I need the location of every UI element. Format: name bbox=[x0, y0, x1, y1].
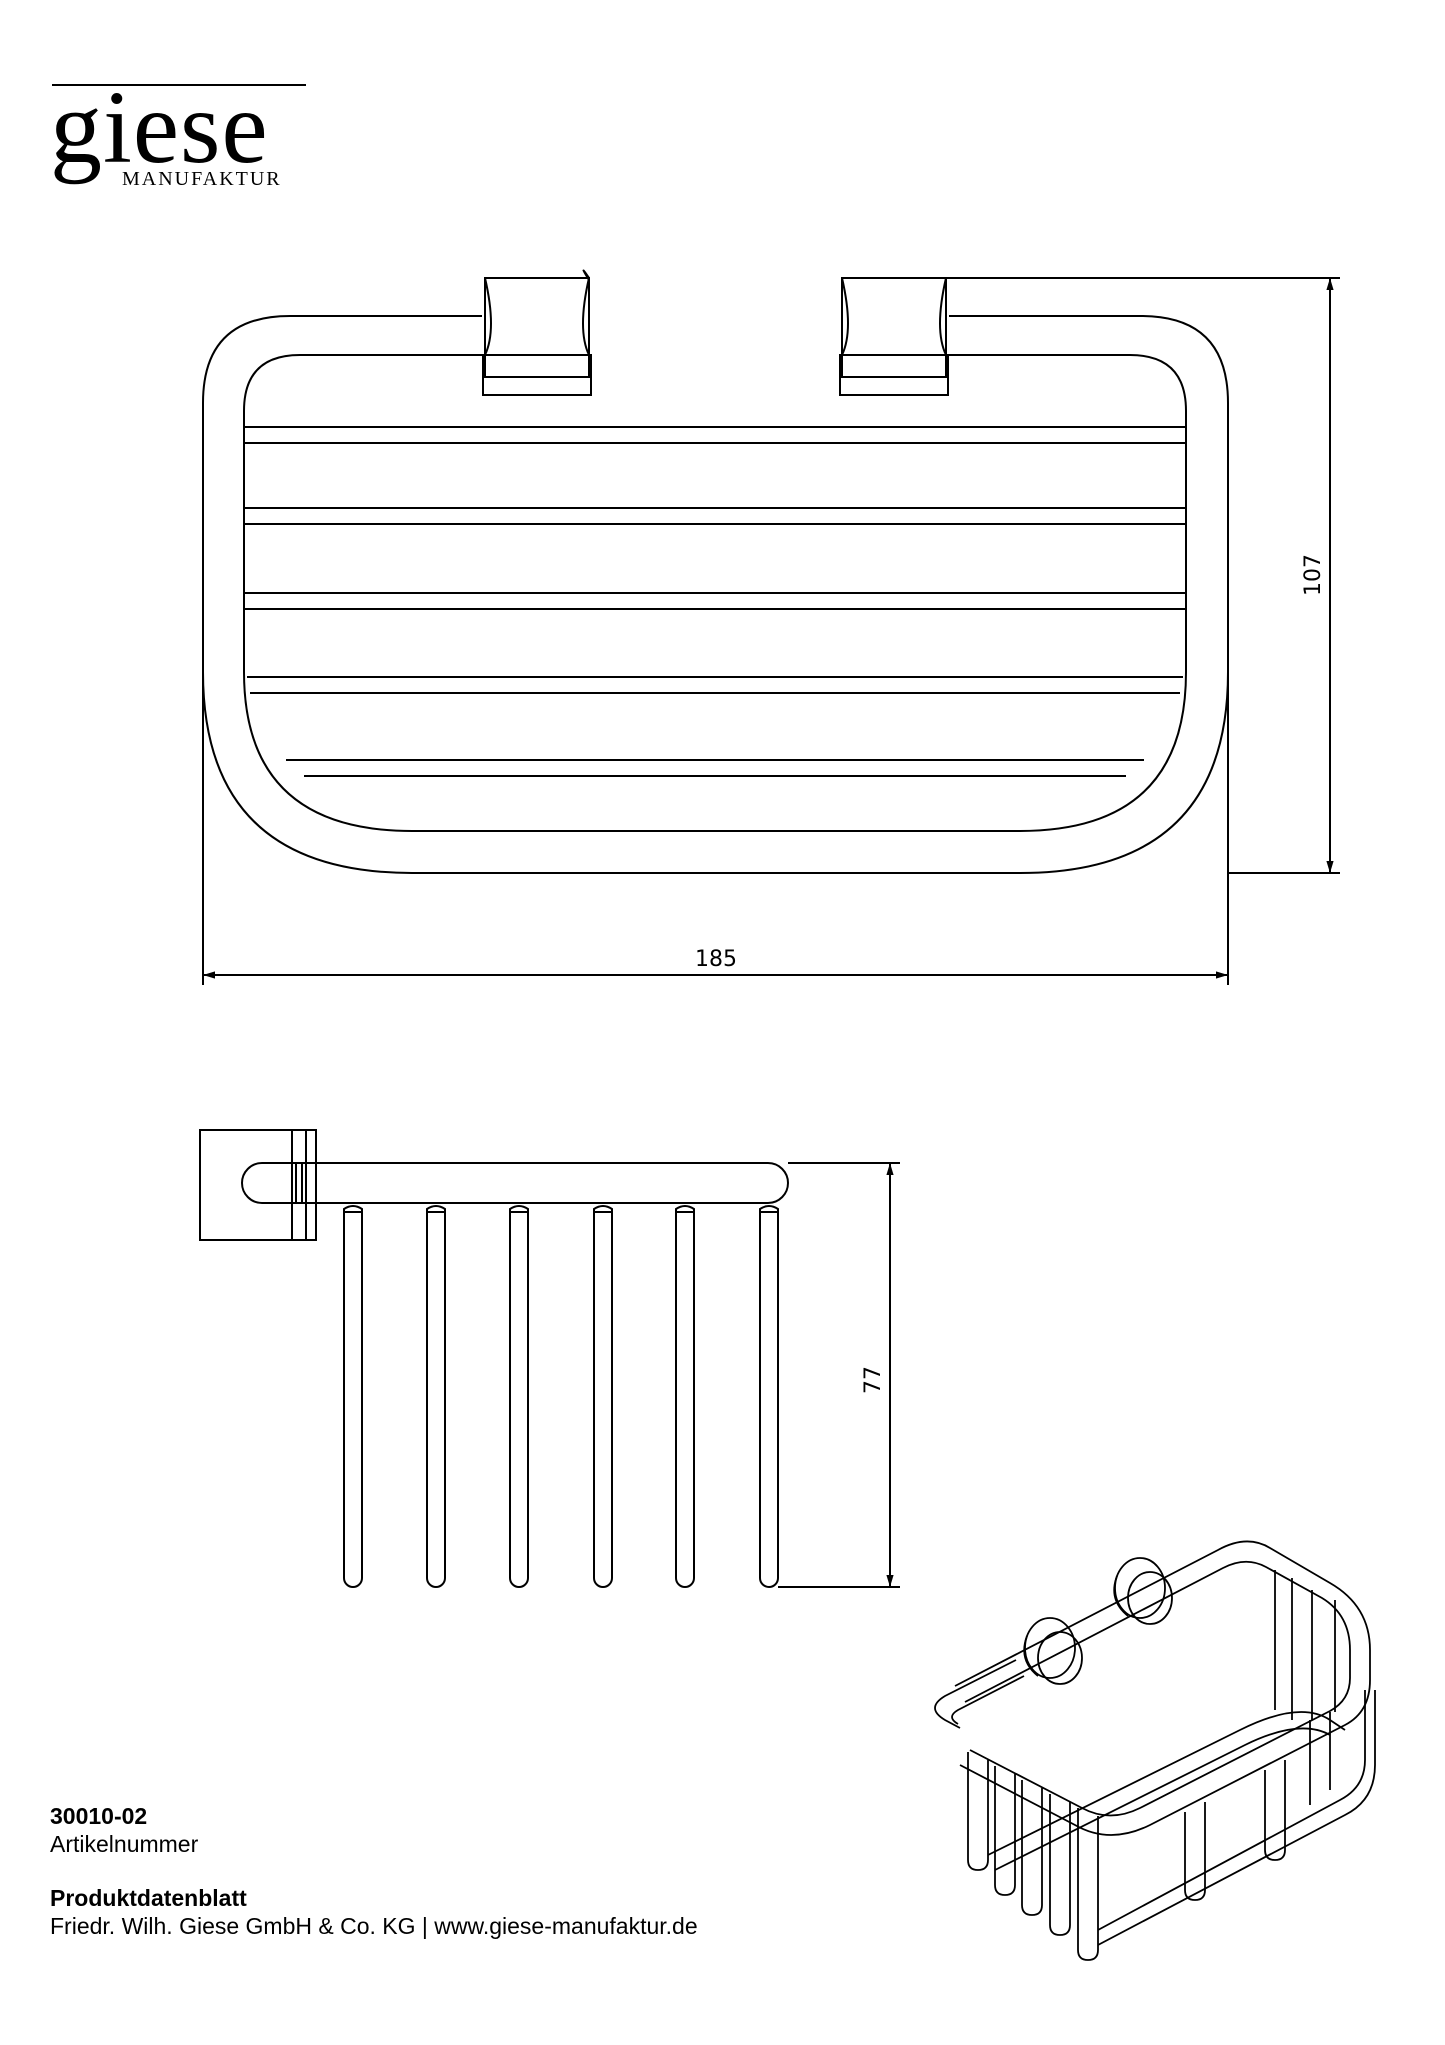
plate-ring-2 bbox=[306, 1130, 316, 1240]
side-wires bbox=[343, 1206, 779, 1587]
height-dimension-label: 107 bbox=[1301, 554, 1326, 596]
left-mount bbox=[483, 270, 591, 395]
article-number-label: Artikelnummer bbox=[50, 1831, 199, 1857]
company-line: Friedr. Wilh. Giese GmbH & Co. KG | www.… bbox=[50, 1913, 698, 1939]
basket-outer-outline bbox=[203, 316, 1228, 873]
wall-plate bbox=[200, 1130, 292, 1240]
depth-dimension-label: 77 bbox=[861, 1366, 886, 1394]
product-info: 30010-02 Artikelnummer Produktdatenblatt… bbox=[50, 1802, 698, 1940]
basket-wires bbox=[244, 427, 1186, 776]
width-dimension-label: 185 bbox=[695, 947, 737, 972]
width-dimension bbox=[203, 672, 1228, 985]
side-view bbox=[200, 1130, 900, 1587]
plate-ring-1 bbox=[292, 1130, 306, 1240]
height-dimension bbox=[946, 278, 1340, 873]
giese-logo: giese MANUFAKTUR bbox=[50, 76, 310, 196]
depth-dimension bbox=[778, 1163, 900, 1587]
top-view bbox=[203, 270, 1340, 985]
logo-subtitle: MANUFAKTUR bbox=[122, 168, 282, 190]
logo-rule bbox=[52, 84, 306, 86]
perspective-view bbox=[935, 1541, 1375, 1960]
datasheet-title: Produktdatenblatt bbox=[50, 1885, 247, 1911]
right-mount bbox=[840, 278, 948, 395]
top-rail bbox=[242, 1163, 788, 1203]
logo-wordmark: giese bbox=[50, 70, 269, 185]
article-number: 30010-02 bbox=[50, 1803, 148, 1829]
basket-inner-outline bbox=[244, 355, 1186, 831]
perspective-wires bbox=[968, 1570, 1375, 1960]
